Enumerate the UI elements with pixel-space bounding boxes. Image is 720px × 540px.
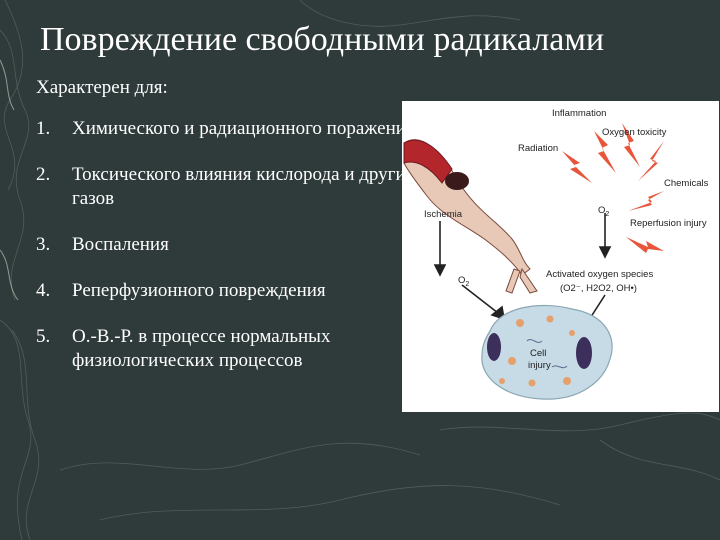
label-cell: Cell bbox=[530, 348, 546, 359]
label-inflammation: Inflammation bbox=[552, 108, 606, 119]
list-item-text: Реперфузионного повреждения bbox=[72, 280, 326, 301]
slide-subtitle: Характерен для: bbox=[36, 77, 168, 98]
list-item: 2. Токсического влияния кислорода и друг… bbox=[36, 163, 416, 211]
label-activated-oxygen-species: Activated oxygen species bbox=[546, 269, 653, 280]
list-item: 5. О.-В.-Р. в процессе нормальных физиол… bbox=[36, 325, 416, 373]
label-chemicals: Chemicals bbox=[664, 178, 709, 189]
list-item-number: 5. bbox=[36, 326, 51, 347]
list-item-number: 4. bbox=[36, 280, 51, 301]
label-ischemia: Ischemia bbox=[424, 209, 463, 220]
blood-vessel-illustration bbox=[403, 139, 538, 294]
label-oxygen-toxicity: Oxygen toxicity bbox=[602, 127, 667, 138]
list-item: 1. Химического и радиационного поражения bbox=[36, 117, 416, 141]
cell-illustration bbox=[481, 304, 613, 400]
causes-list: 1. Химического и радиационного поражения… bbox=[36, 117, 416, 395]
label-radiation: Radiation bbox=[518, 143, 558, 154]
label-reperfusion-injury: Reperfusion injury bbox=[630, 218, 707, 229]
lightning-bolt-icon bbox=[562, 123, 664, 253]
list-item: 4. Реперфузионного повреждения bbox=[36, 279, 416, 303]
diagram-canvas: Inflammation Oxygen toxicity Radiation C… bbox=[403, 108, 709, 400]
arrow-icon bbox=[433, 213, 612, 331]
list-item-number: 3. bbox=[36, 234, 51, 255]
list-item-number: 2. bbox=[36, 164, 51, 185]
label-injury: injury bbox=[528, 360, 551, 371]
list-item-text: Химического и радиационного поражения bbox=[72, 118, 415, 139]
free-radical-diagram: Inflammation Oxygen toxicity Radiation C… bbox=[402, 101, 719, 412]
label-o2-left: O2 bbox=[458, 275, 469, 288]
label-species-formula: (O2⁻, H2O2, OH•) bbox=[560, 283, 637, 294]
slide-title: Повреждение свободными радикалами bbox=[40, 21, 605, 58]
list-item-number: 1. bbox=[36, 118, 51, 139]
list-item-text: О.-В.-Р. в процессе нормальных физиологи… bbox=[72, 326, 331, 371]
label-o2-top: O2 bbox=[598, 205, 609, 218]
list-item: 3. Воспаления bbox=[36, 233, 416, 257]
list-item-text: Токсического влияния кислорода и других … bbox=[72, 164, 416, 209]
list-item-text: Воспаления bbox=[72, 234, 169, 255]
